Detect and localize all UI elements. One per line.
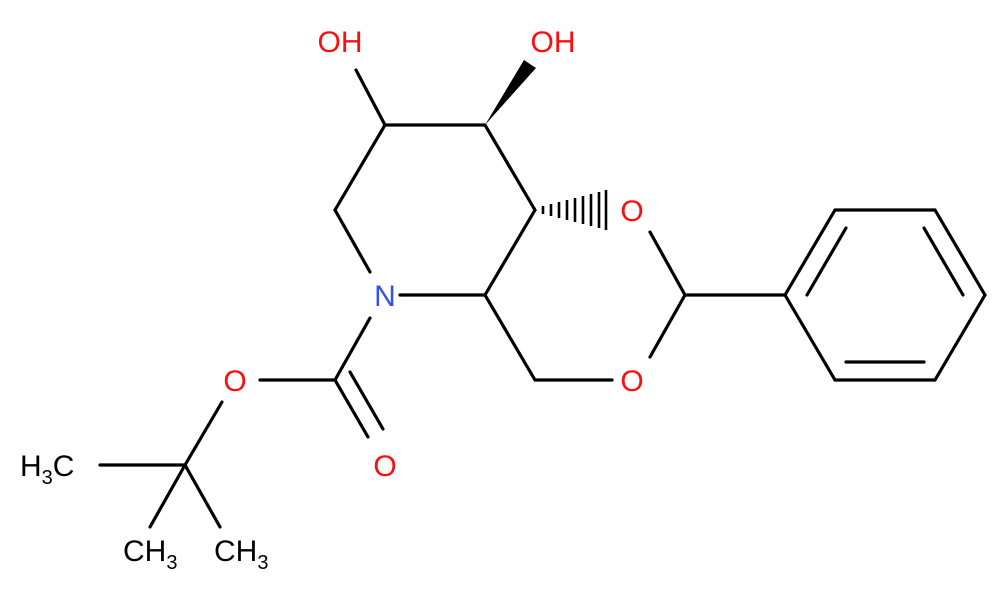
bond-n-carbonyl [333, 316, 372, 382]
phenyl-bond-1-inner [805, 226, 848, 297]
bond-o-ester-tbu [183, 400, 224, 467]
wedge-bond-oh [485, 60, 536, 125]
bond-c8-oh [354, 68, 387, 127]
phenyl-bond-1 [783, 208, 837, 297]
carbonyl-oxygen-label: O [373, 450, 396, 483]
bond-carbonyl-o-double-b [348, 370, 385, 431]
atom-labels: OH OH O O N O O H3C CH3 CH3 [20, 26, 644, 574]
phenyl-bond-3-inner [922, 226, 965, 297]
hashed-wedge-bond [541, 190, 608, 230]
bond-carbonyl-o-double-a [333, 378, 370, 439]
methyl-label: H3C [20, 450, 74, 489]
bond-c2-o3 [648, 293, 687, 359]
bond-c8-c7 [333, 123, 387, 212]
bonds [98, 60, 987, 529]
bond-c4a-c8b [483, 208, 537, 297]
nitrogen-label: N [374, 280, 396, 313]
hydroxyl-label: OH [318, 26, 363, 59]
phenyl-bond-3 [933, 208, 987, 297]
ring-oxygen-label: O [620, 195, 643, 228]
ring-oxygen-label: O [620, 365, 643, 398]
bond-c4-c4a [483, 293, 537, 382]
ester-oxygen-label: O [223, 365, 246, 398]
bond-o1-c2 [648, 230, 687, 297]
methyl-label: CH3 [214, 535, 268, 574]
methyl-label: CH3 [123, 535, 177, 574]
bond-c7-n [333, 208, 372, 274]
bond-c8a-c8b [483, 123, 537, 212]
phenyl-bond-6 [783, 293, 837, 382]
bond-tbu-methyl-bottom-left [148, 463, 187, 529]
phenyl-bond-4 [933, 293, 987, 382]
hydroxyl-label: OH [531, 26, 576, 59]
bond-tbu-methyl-bottom-right [183, 463, 222, 529]
